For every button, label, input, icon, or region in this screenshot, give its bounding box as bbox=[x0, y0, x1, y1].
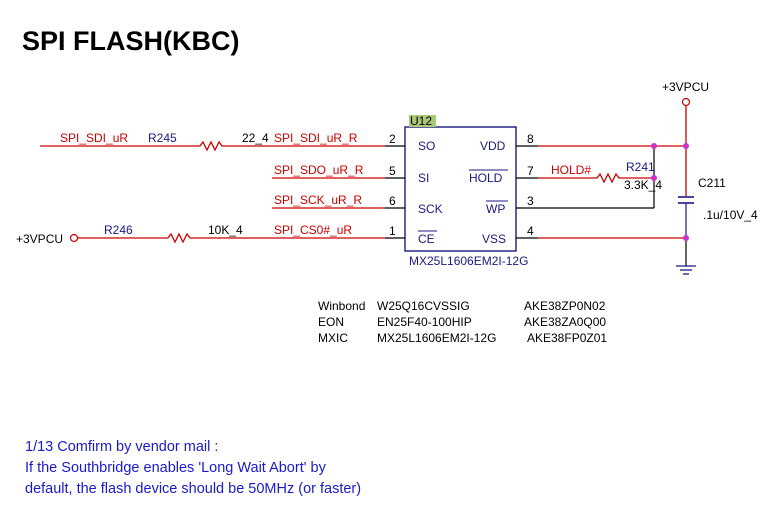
ic-part-number: MX25L1606EM2I-12G bbox=[409, 254, 528, 268]
net-label-hold: HOLD# bbox=[551, 163, 591, 177]
vendor-1-name: EON bbox=[318, 315, 344, 329]
junction-vdd-node bbox=[651, 143, 657, 149]
resistor-r241-symbol bbox=[594, 172, 622, 184]
junction-hold bbox=[651, 175, 657, 181]
pin-name-so: SO bbox=[418, 139, 435, 153]
vendor-2-code: AKE38FP0Z01 bbox=[527, 331, 607, 345]
pin-name-vss: VSS bbox=[482, 232, 506, 246]
pin-num-5: 5 bbox=[389, 164, 396, 178]
pin-name-si: SI bbox=[418, 171, 429, 185]
power-port-top bbox=[681, 97, 691, 107]
r246-value: 10K_4 bbox=[208, 223, 243, 237]
vendor-2-part: MX25L1606EM2I-12G bbox=[377, 331, 496, 345]
r241-ref: R241 bbox=[626, 160, 655, 174]
vendor-1-part: EN25F40-100HIP bbox=[377, 315, 472, 329]
r241-value: 3.3K_4 bbox=[624, 178, 662, 192]
pin-num-6: 6 bbox=[389, 194, 396, 208]
note-line-3: default, the flash device should be 50MH… bbox=[25, 481, 361, 497]
pin-num-7: 7 bbox=[527, 164, 534, 178]
note-line-1: 1/13 Comfirm by vendor mail : bbox=[25, 439, 218, 455]
net-label-sdo-r: SPI_SDO_uR_R bbox=[274, 163, 364, 177]
vendor-2-name: MXIC bbox=[318, 331, 348, 345]
pin-name-vdd: VDD bbox=[480, 139, 506, 153]
r245-ref: R245 bbox=[148, 131, 177, 145]
r246-ref: R246 bbox=[104, 223, 133, 237]
vendor-0-name: Winbond bbox=[318, 299, 365, 313]
page-title: SPI FLASH(KBC) bbox=[22, 26, 240, 56]
r245-value: 22_4 bbox=[242, 131, 269, 145]
power-port-left bbox=[69, 233, 79, 243]
junction-vss bbox=[683, 235, 689, 241]
pin-name-wp: WP bbox=[486, 202, 505, 216]
junction-vdd-rail bbox=[683, 143, 689, 149]
net-label-sck-r: SPI_SCK_uR_R bbox=[274, 193, 362, 207]
pin-num-2: 2 bbox=[389, 132, 396, 146]
vendor-0-part: W25Q16CVSSIG bbox=[377, 299, 470, 313]
pin-name-hold: HOLD bbox=[469, 171, 503, 185]
net-label-sdi-r: SPI_SDI_uR_R bbox=[274, 131, 358, 145]
ic-ref: U12 bbox=[410, 114, 432, 128]
pin-num-4: 4 bbox=[527, 224, 534, 238]
power-label-top: +3VPCU bbox=[662, 80, 709, 94]
pin-num-3: 3 bbox=[527, 194, 534, 208]
ic-ref-highlight bbox=[409, 115, 436, 127]
net-label-cs0: SPI_CS0#_uR bbox=[274, 223, 352, 237]
power-label-left: +3VPCU bbox=[16, 232, 63, 246]
pin-num-8: 8 bbox=[527, 132, 534, 146]
vendor-0-code: AKE38ZP0N02 bbox=[524, 299, 606, 313]
pin-num-1: 1 bbox=[389, 224, 396, 238]
c211-value: .1u/10V_4 bbox=[703, 208, 758, 222]
c211-ref: C211 bbox=[698, 176, 726, 190]
net-label-sdi: SPI_SDI_uR bbox=[60, 131, 128, 145]
pin-name-ce: CE bbox=[418, 232, 435, 246]
pin-name-sck: SCK bbox=[418, 202, 443, 216]
ic-body bbox=[404, 126, 517, 252]
resistor-r246-symbol bbox=[165, 232, 194, 244]
note-line-2: If the Southbridge enables 'Long Wait Ab… bbox=[25, 460, 327, 476]
resistor-r245-symbol bbox=[197, 140, 226, 152]
vendor-1-code: AKE38ZA0Q00 bbox=[524, 315, 606, 329]
